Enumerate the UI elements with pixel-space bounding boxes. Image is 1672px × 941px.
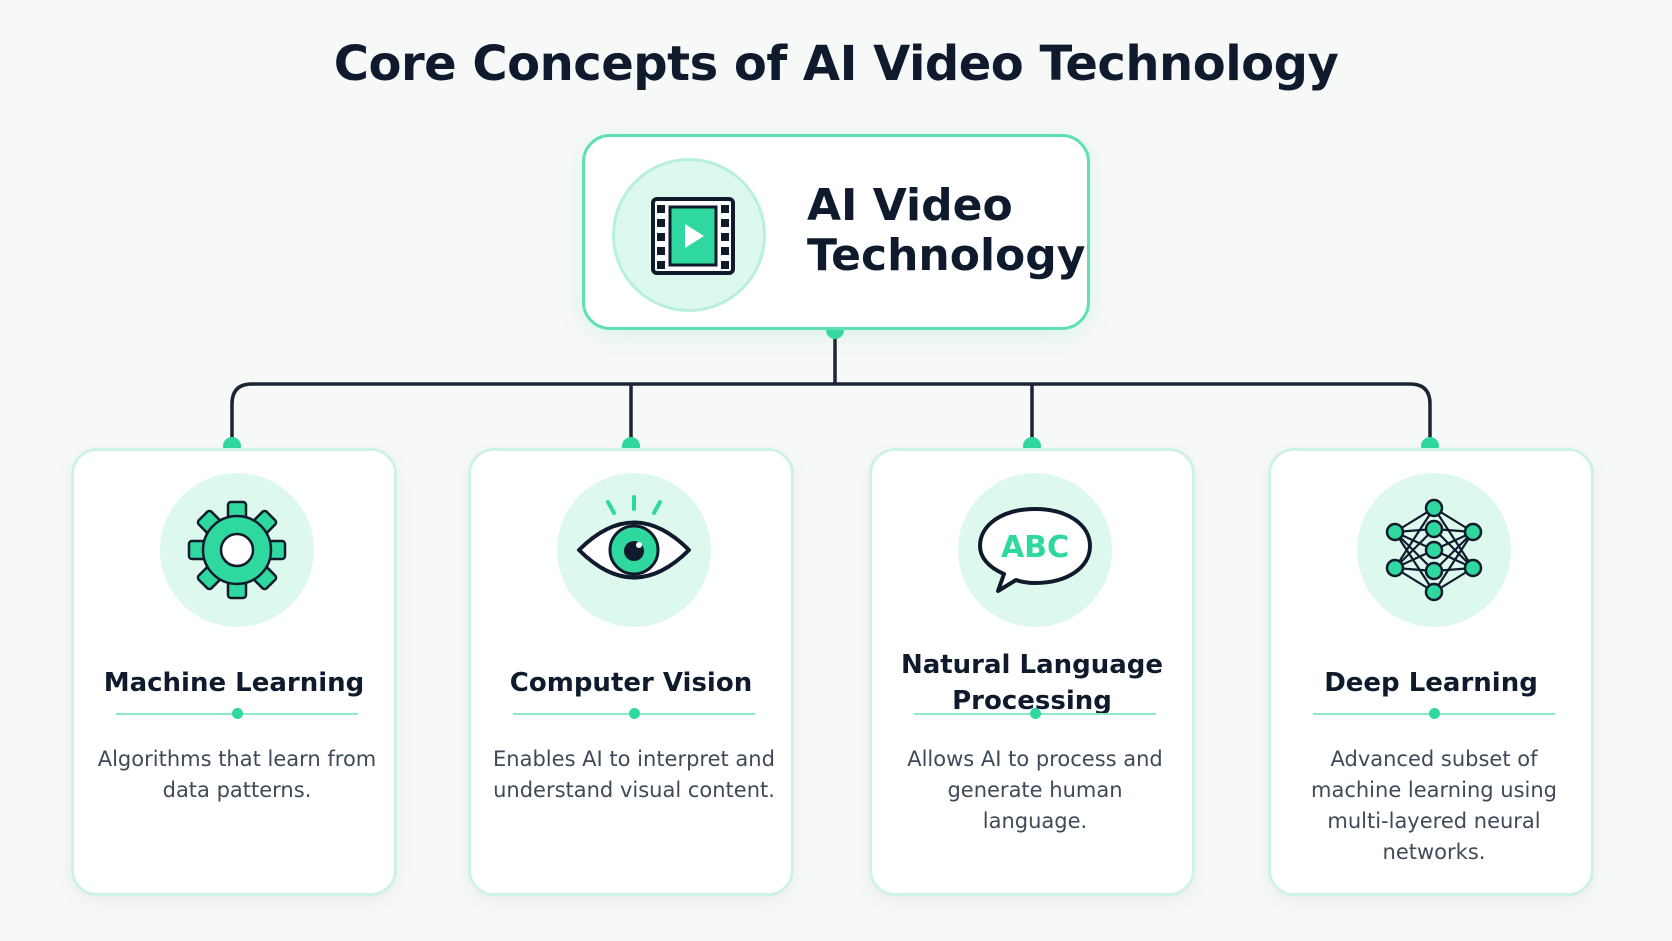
speech-bubble-text: ABC — [1001, 530, 1069, 565]
card-divider-dot — [232, 708, 243, 719]
concept-card-title: Deep Learning — [1324, 668, 1538, 698]
concept-card-description: Algorithms that learn from data patterns… — [97, 747, 377, 802]
concept-card-computer-vision: Computer Vision Enables AI to interpret … — [468, 448, 794, 896]
root-node-title: AI Video Technology — [807, 180, 1086, 281]
concept-card-machine-learning: Machine Learning Algorithms that learn f… — [71, 448, 397, 896]
concept-card-description: Allows AI to process and generate human … — [907, 747, 1163, 833]
film-play-icon — [612, 158, 766, 312]
card-divider-dot — [1030, 708, 1041, 719]
page-title: Core Concepts of AI Video Technology — [333, 36, 1339, 92]
neural-network-icon — [1357, 473, 1511, 627]
gear-icon — [160, 473, 314, 627]
concept-card-deep-learning: Deep Learning Advanced subset of machine… — [1268, 448, 1594, 896]
concept-card-description: Advanced subset of machine learning usin… — [1311, 747, 1557, 864]
concept-card-natural-language-processing: ABC Natural Language Processing Allows A… — [869, 448, 1195, 896]
speech-bubble-icon: ABC — [958, 473, 1112, 627]
concept-card-title: Natural Language Processing — [900, 650, 1164, 716]
concept-card-title: Computer Vision — [509, 668, 753, 698]
eye-icon — [557, 473, 711, 627]
concept-card-title: Machine Learning — [103, 668, 365, 698]
card-divider-dot — [1429, 708, 1440, 719]
card-divider-dot — [629, 708, 640, 719]
root-node-card: AI Video Technology — [582, 134, 1090, 330]
concept-card-description: Enables AI to interpret and understand v… — [493, 747, 775, 802]
